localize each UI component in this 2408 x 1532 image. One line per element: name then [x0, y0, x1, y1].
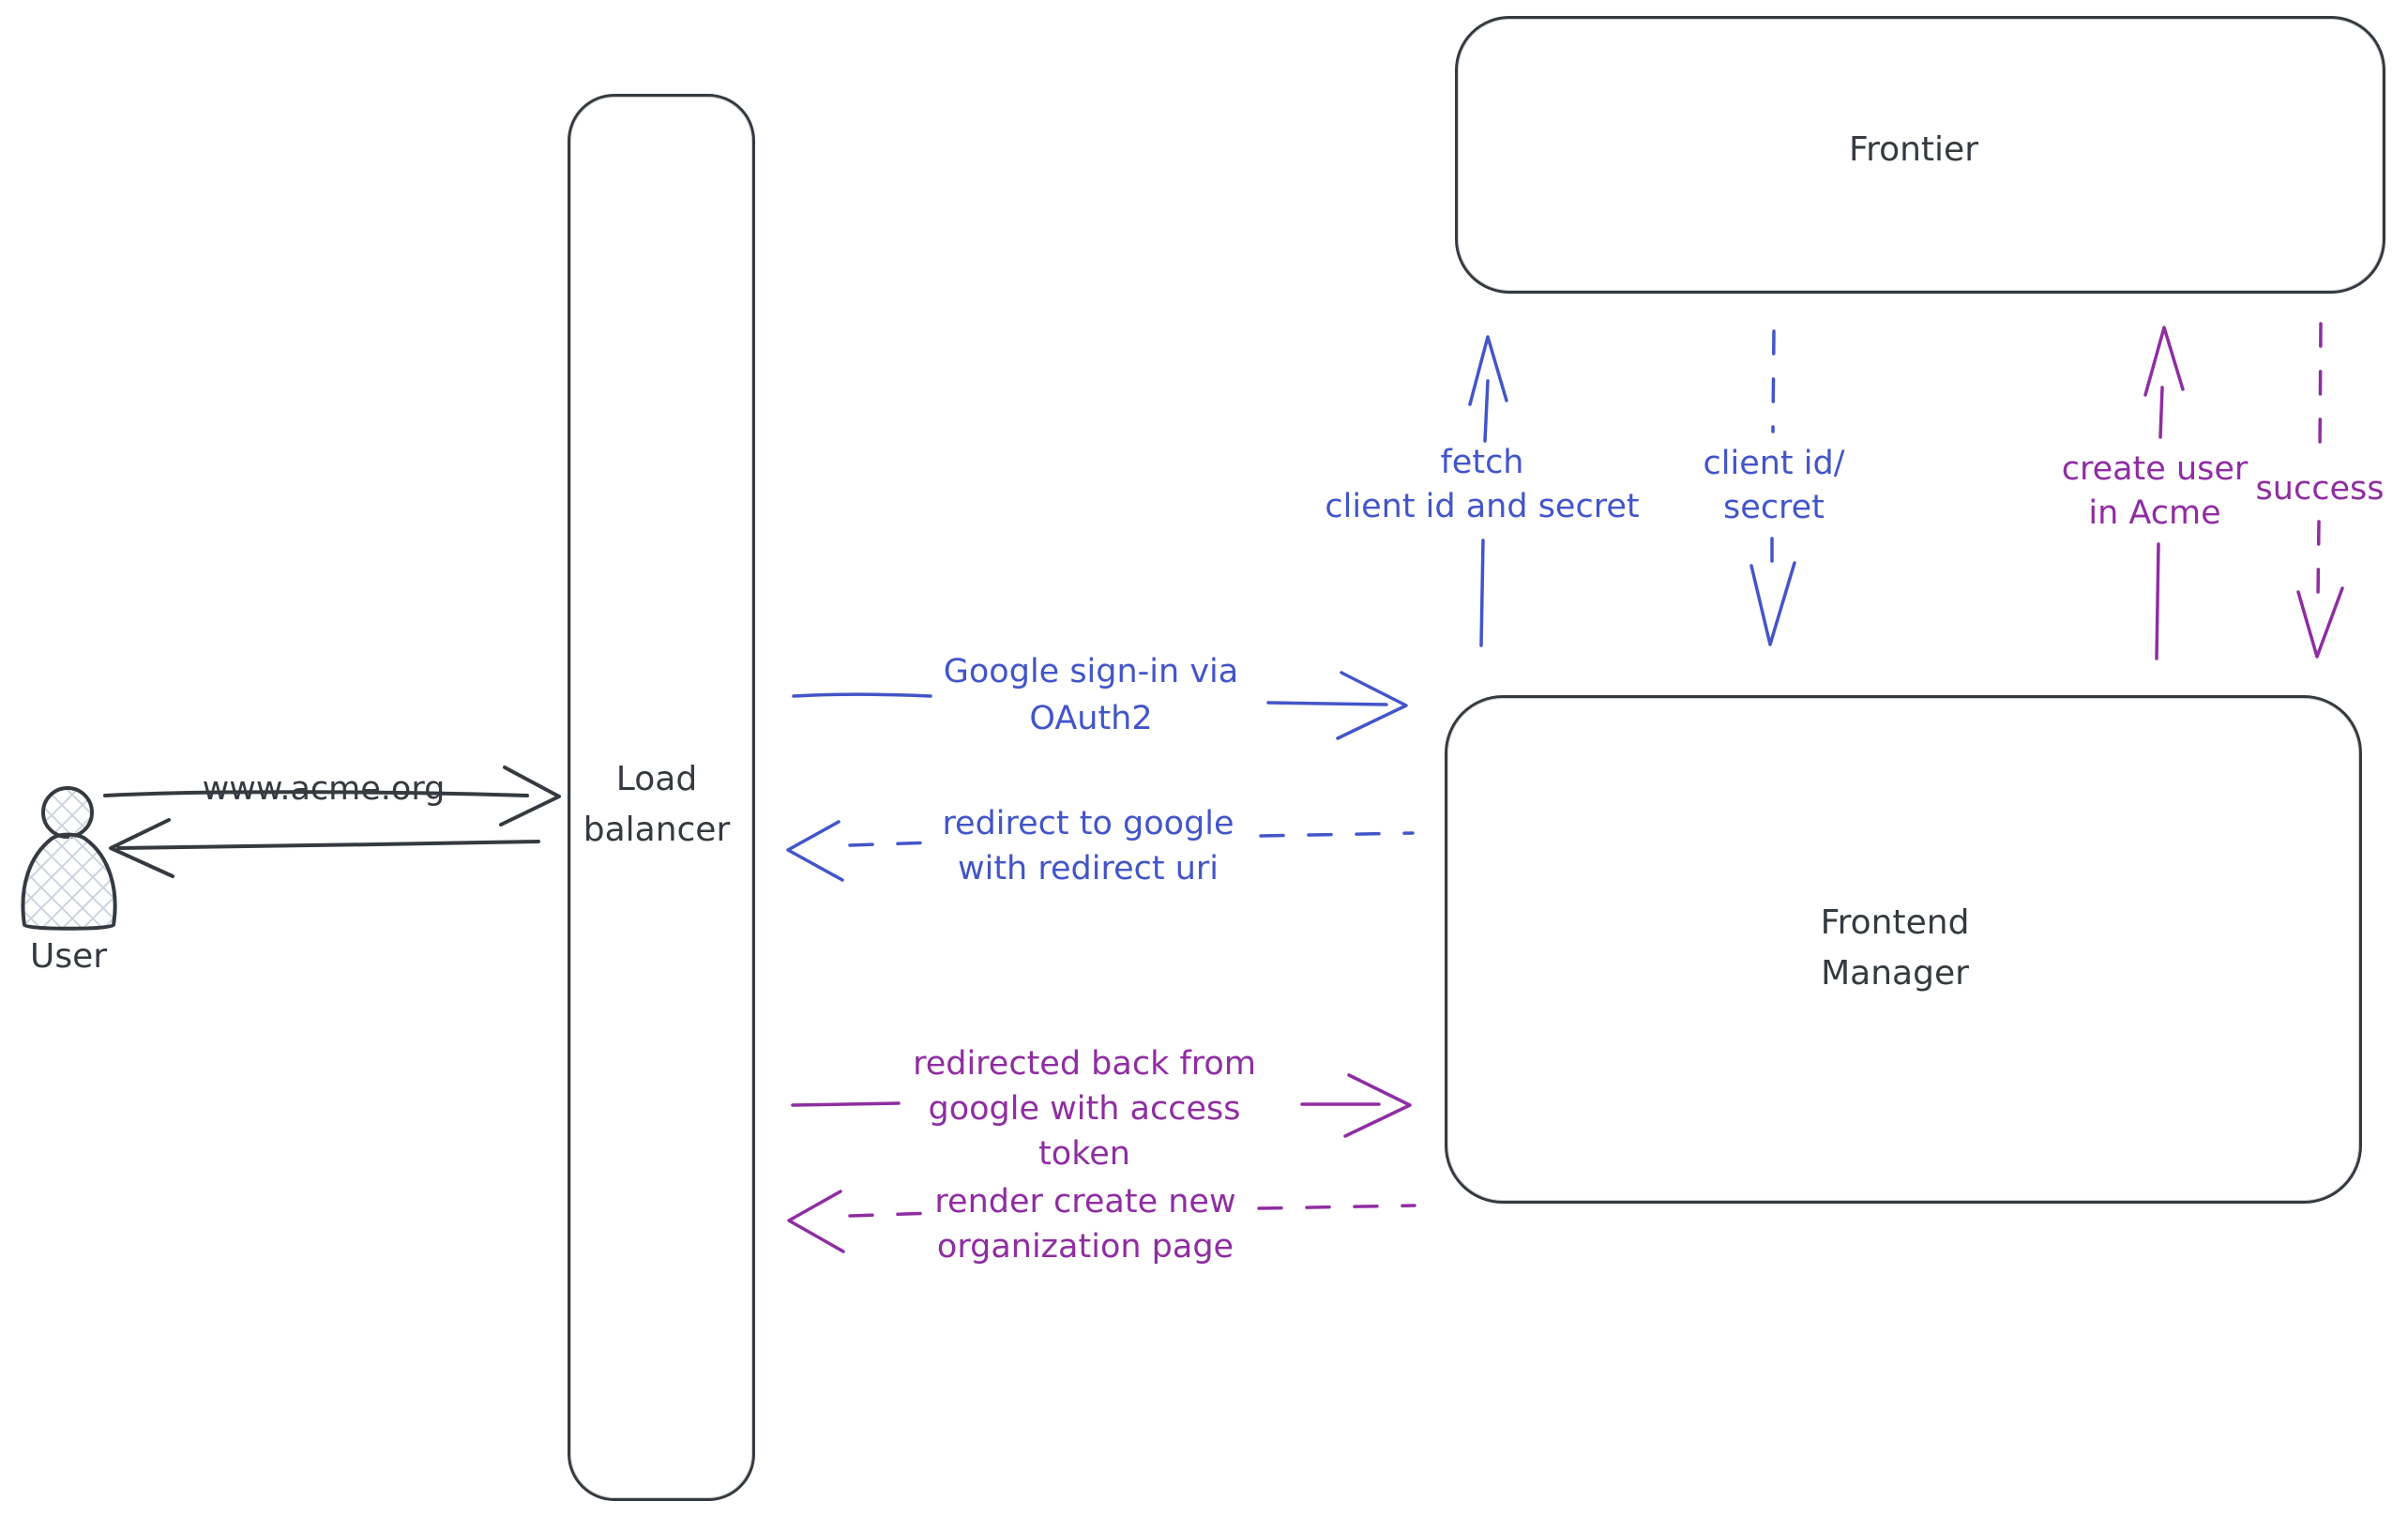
node-label-load-balancer: Load balancer [583, 754, 731, 856]
edge-label-line: redirect to google [942, 805, 1234, 842]
edge-label-line: google with access [928, 1090, 1241, 1128]
arrow-render-new-org [787, 1190, 1416, 1253]
arrow-success [2296, 322, 2344, 659]
edge-label-line: token [1038, 1135, 1130, 1173]
edge-label-redirect-google: redirect to google with redirect uri [942, 801, 1234, 891]
edge-label-line: Google sign-in via [943, 653, 1239, 690]
arrow-create-user [2143, 326, 2185, 660]
node-label-user: User [29, 937, 108, 976]
arrow-google-signin [792, 671, 1408, 740]
arrow-redirect-google [786, 820, 1415, 882]
edge-label-line: in Acme [2088, 494, 2221, 532]
edge-label-line: client id and secret [1325, 488, 1640, 525]
arrow-fetch-client-id [1468, 335, 1508, 647]
edge-label-render-new-org: render create new organization page [934, 1179, 1235, 1269]
edge-label-line: organization page [936, 1228, 1234, 1266]
arrow-client-id-secret [1749, 329, 1796, 646]
edge-label-success: success [2255, 470, 2385, 508]
edge-label-line: redirected back from [913, 1045, 1256, 1083]
node-label-line: balancer [583, 811, 731, 849]
user-figure-icon [21, 786, 117, 931]
node-label-line: Manager [1821, 954, 1969, 993]
node-frontier [1455, 16, 2385, 294]
edge-label-fetch-client-id: fetch client id and secret [1325, 441, 1639, 529]
edge-label-line: render create new [934, 1183, 1236, 1221]
node-label-frontend-manager: Frontend Manager [1821, 898, 1970, 999]
edge-label-google-signin: Google sign-in via OAuth2 [944, 648, 1238, 742]
arrow-response-to-user [109, 818, 540, 878]
edge-label-line: create user [2061, 450, 2249, 488]
edge-label-line: secret [1723, 489, 1825, 526]
node-label-line: Frontend [1820, 903, 1970, 942]
edge-label-redirected-back: redirected back from google with access … [913, 1041, 1256, 1176]
edge-label-client-id-secret: client id/ secret [1704, 442, 1845, 530]
arrow-www-acme [103, 766, 561, 827]
node-load-balancer [568, 94, 755, 1501]
node-label-frontier: Frontier [1848, 130, 1979, 169]
edge-label-line: fetch [1440, 444, 1524, 481]
edge-label-create-user: create user in Acme [2062, 447, 2249, 536]
node-label-line: Load [615, 760, 698, 798]
node-frontend-manager [1445, 695, 2362, 1204]
edge-label-line: with redirect uri [957, 850, 1219, 887]
arrow-redirected-back [791, 1073, 1412, 1138]
edge-label-line: OAuth2 [1029, 700, 1153, 737]
edge-label-line: client id/ [1703, 445, 1845, 482]
edge-label-www-acme: www.acme.org [202, 770, 446, 808]
